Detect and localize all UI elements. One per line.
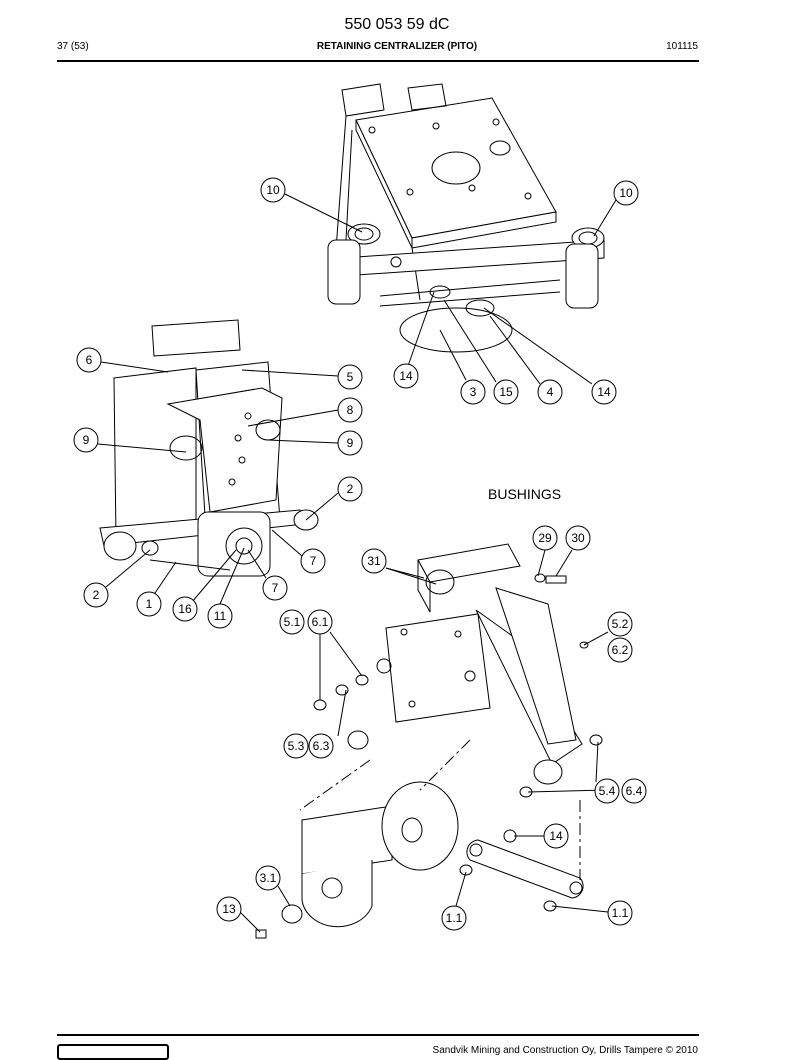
svg-text:30: 30 [571, 531, 585, 545]
svg-text:7: 7 [310, 554, 317, 568]
svg-text:29: 29 [538, 531, 552, 545]
svg-text:6.2: 6.2 [612, 643, 629, 657]
callout-15: 15 [493, 379, 519, 405]
svg-text:9: 9 [83, 433, 90, 447]
footer-rule [57, 1034, 699, 1036]
svg-text:5: 5 [347, 370, 354, 384]
callout-5: 5 [337, 364, 363, 390]
exploded-parts-drawing [255, 781, 584, 939]
callout-1: 1 [136, 591, 162, 617]
svg-text:6.3: 6.3 [313, 739, 330, 753]
svg-text:31: 31 [367, 554, 381, 568]
svg-text:11: 11 [214, 609, 227, 623]
callout-6-1: 6.1 [307, 609, 333, 635]
callout-2-left: 2 [83, 582, 109, 608]
callout-6: 6 [76, 347, 102, 373]
callout-5-3: 5.3 [283, 733, 309, 759]
bushings-assembly-drawing [313, 543, 603, 798]
callout-4: 4 [537, 379, 563, 405]
callout-16: 16 [172, 596, 198, 622]
svg-text:8: 8 [347, 403, 354, 417]
callout-10-left: 10 [260, 177, 286, 203]
callout-14-top-left: 14 [393, 363, 419, 389]
callout-30: 30 [565, 525, 591, 551]
phantom-lines [299, 739, 581, 880]
svg-text:14: 14 [597, 385, 611, 399]
callout-11: 11 [207, 603, 233, 629]
svg-text:1: 1 [146, 597, 153, 611]
svg-text:2: 2 [93, 588, 100, 602]
footer-copyright: Sandvik Mining and Construction Oy, Dril… [432, 1045, 698, 1056]
page-count: 37 (53) [57, 41, 89, 52]
svg-text:1.1: 1.1 [612, 906, 629, 920]
callout-10-right: 10 [613, 180, 639, 206]
callout-1-1-left: 1.1 [441, 905, 467, 931]
svg-text:13: 13 [222, 902, 236, 916]
callout-6-2: 6.2 [607, 637, 633, 663]
document-date: 101115 [666, 41, 698, 52]
leader-lines [97, 193, 617, 933]
callout-5-2: 5.2 [607, 611, 633, 637]
callout-9-right: 9 [337, 430, 363, 456]
document-number: 550 053 59 dC [344, 16, 450, 33]
callout-13: 13 [216, 896, 242, 922]
svg-text:15: 15 [499, 385, 513, 399]
callout-3-1: 3.1 [255, 865, 281, 891]
left-assembly-drawing [99, 319, 319, 577]
callout-29: 29 [532, 525, 558, 551]
svg-text:5.3: 5.3 [288, 739, 305, 753]
callout-31: 31 [361, 548, 387, 574]
svg-text:16: 16 [178, 602, 192, 616]
svg-text:6.4: 6.4 [626, 784, 643, 798]
callout-2-right: 2 [337, 476, 363, 502]
svg-text:6.1: 6.1 [312, 615, 329, 629]
callout-9-left: 9 [73, 427, 99, 453]
svg-text:2: 2 [347, 482, 354, 496]
callout-8: 8 [337, 397, 363, 423]
svg-text:6: 6 [86, 353, 93, 367]
svg-text:5.4: 5.4 [599, 784, 616, 798]
svg-text:1.1: 1.1 [446, 911, 463, 925]
callout-6-4: 6.4 [621, 778, 647, 804]
svg-text:9: 9 [347, 436, 354, 450]
svg-text:10: 10 [619, 186, 633, 200]
svg-text:10: 10 [266, 183, 280, 197]
callout-5-4: 5.4 [594, 778, 620, 804]
svg-text:3: 3 [470, 385, 477, 399]
callout-5-1: 5.1 [279, 609, 305, 635]
svg-text:14: 14 [399, 369, 413, 383]
svg-text:14: 14 [549, 829, 563, 843]
page-title: RETAINING CENTRALIZER (PITO) [316, 41, 478, 52]
top-assembly-drawing [327, 83, 605, 353]
svg-text:3.1: 3.1 [260, 871, 277, 885]
callout-1-1-right: 1.1 [607, 900, 633, 926]
callouts: 10 10 14 3 15 4 14 6 5 8 9 9 2 7 2 1 16 … [73, 177, 647, 931]
callout-7-top: 7 [300, 548, 326, 574]
svg-text:5.1: 5.1 [284, 615, 301, 629]
callout-14-bottom: 14 [543, 823, 569, 849]
svg-text:4: 4 [547, 385, 554, 399]
header-rule [57, 60, 699, 62]
callout-7-bottom: 7 [262, 575, 288, 601]
section-label-bushings: BUSHINGS [488, 486, 562, 502]
company-logo [57, 1044, 169, 1060]
callout-6-3: 6.3 [308, 733, 334, 759]
svg-text:5.2: 5.2 [612, 617, 629, 631]
svg-text:7: 7 [272, 581, 279, 595]
callout-14-top-right: 14 [591, 379, 617, 405]
callout-3: 3 [460, 379, 486, 405]
